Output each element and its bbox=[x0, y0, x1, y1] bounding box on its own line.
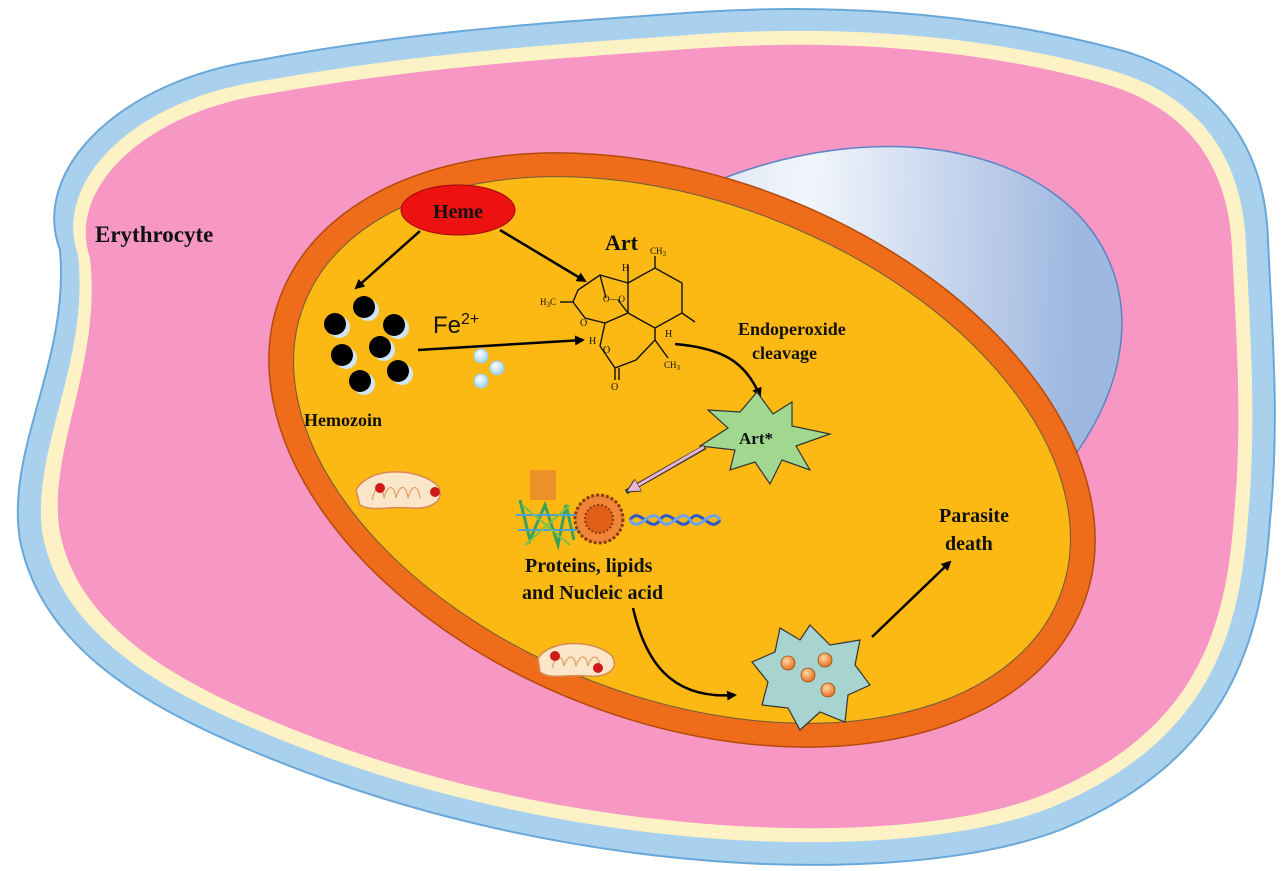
atom-h-right: H bbox=[665, 329, 672, 340]
art-star-burst bbox=[698, 391, 833, 486]
atom-o-ring: O bbox=[580, 318, 587, 329]
hemozoin-crystal bbox=[331, 344, 357, 369]
mitochondrion-icon-2 bbox=[537, 642, 615, 678]
arrow-heme-to-art bbox=[499, 228, 587, 283]
hemozoin-crystals bbox=[324, 296, 413, 395]
hemozoin-crystal bbox=[387, 360, 413, 385]
atom-ch3-top: CH3 bbox=[650, 246, 667, 258]
damaged-vesicle bbox=[751, 624, 871, 731]
parasite-cell bbox=[268, 152, 1096, 748]
atom-h-left: H bbox=[589, 336, 596, 347]
iron-ion bbox=[473, 373, 489, 389]
atom-ch3-bottom: CH3 bbox=[664, 360, 681, 372]
arrow-art-to-art-star bbox=[674, 342, 762, 398]
iron-ion bbox=[473, 348, 489, 364]
atom-h3c-left: H3C bbox=[540, 297, 556, 309]
heme-label: Heme bbox=[433, 201, 483, 223]
parasite-cytoplasm bbox=[293, 176, 1071, 724]
arrow-hemozoin-to-art bbox=[417, 335, 585, 352]
art-star-radical: Art* bbox=[698, 391, 833, 486]
hemozoin-crystal bbox=[369, 336, 395, 361]
iron-ion bbox=[489, 360, 505, 376]
mitochondrion-icon bbox=[355, 471, 441, 510]
damaged-particle bbox=[817, 652, 833, 668]
erythrocyte-label: Erythrocyte bbox=[95, 222, 213, 247]
hemozoin-label: Hemozoin bbox=[304, 410, 382, 430]
endoperoxide-label: Endoperoxide cleavage bbox=[738, 319, 850, 363]
arrow-heme-to-hemozoin bbox=[354, 230, 421, 290]
heme-node: Heme bbox=[400, 184, 516, 236]
iron-ions bbox=[473, 348, 505, 389]
damaged-particle bbox=[820, 682, 836, 698]
targets-label: Proteins, lipids and Nucleic acid bbox=[522, 555, 663, 604]
dna-helix-icon bbox=[628, 514, 722, 526]
damaged-particle bbox=[780, 655, 796, 671]
hemozoin-crystal bbox=[383, 314, 409, 339]
arrow-art-star-to-targets-fill bbox=[628, 445, 705, 491]
arrow-vesicle-to-death bbox=[871, 560, 952, 638]
atom-peroxide: O—O bbox=[603, 294, 625, 304]
art-star-label: Art* bbox=[739, 429, 773, 448]
hemozoin-crystal bbox=[324, 313, 350, 338]
hemozoin-crystal bbox=[349, 370, 375, 395]
atom-o-lactone: O bbox=[603, 345, 610, 356]
heme-ellipse bbox=[400, 184, 516, 236]
damaged-particle bbox=[800, 667, 816, 683]
atom-o-carbonyl: O bbox=[611, 382, 618, 393]
fe2-label: Fe2+ bbox=[433, 311, 479, 339]
protein-icon bbox=[516, 470, 580, 551]
hemozoin-crystal bbox=[353, 296, 379, 321]
artemisinin-atoms: CH3 H H3C O—O O H O O H CH3 bbox=[540, 246, 681, 393]
artemisinin-structure bbox=[560, 256, 696, 380]
lipid-vesicle-icon bbox=[573, 493, 625, 545]
atom-h-top: H bbox=[622, 263, 629, 274]
arrow-targets-to-vesicle bbox=[631, 607, 737, 701]
art-label: Art bbox=[605, 230, 639, 255]
parasite-death-label: Parasite death bbox=[939, 505, 1014, 555]
